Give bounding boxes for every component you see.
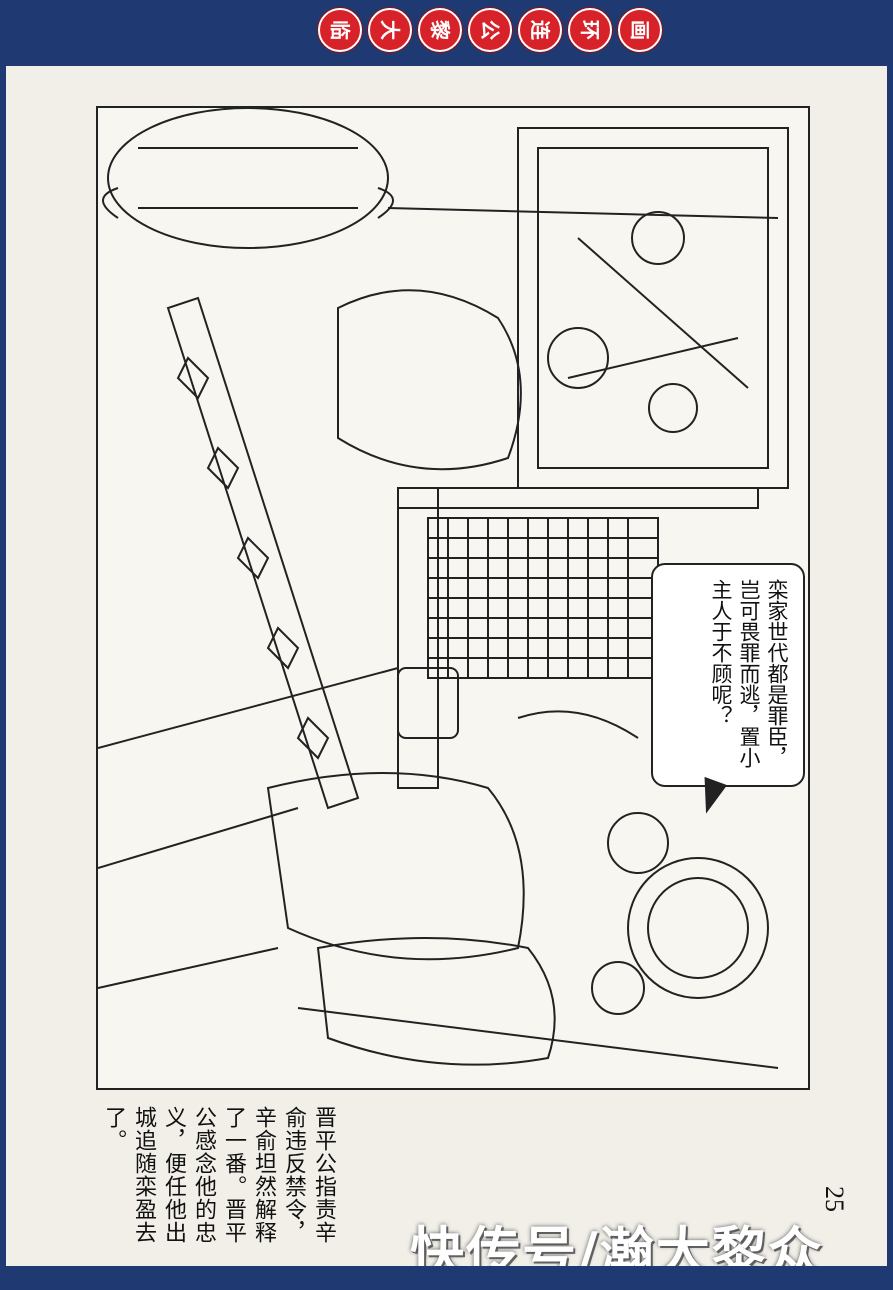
series-badge: 黎 [418, 8, 462, 52]
series-badge: 大 [368, 8, 412, 52]
series-badge: 临 [318, 8, 362, 52]
series-badge: 环 [568, 8, 612, 52]
page-footer [0, 1266, 893, 1290]
comic-page: 栾家世代都是罪臣，岂可畏罪而逃，置小主人于不顾呢？ 晋平公指责辛俞违反禁令，辛俞… [6, 66, 887, 1266]
illustration-panel: 栾家世代都是罪臣，岂可畏罪而逃，置小主人于不顾呢？ [96, 106, 810, 1090]
series-badge: 公 [468, 8, 512, 52]
page-header: 临 大 黎 公 连 环 画 [0, 0, 893, 66]
speech-bubble: 栾家世代都是罪臣，岂可畏罪而逃，置小主人于不顾呢？ [651, 563, 805, 787]
series-badges: 临 大 黎 公 连 环 画 [318, 8, 662, 52]
series-badge: 画 [618, 8, 662, 52]
series-badge: 连 [518, 8, 562, 52]
caption-text: 晋平公指责辛俞违反禁令，辛俞坦然解释了一番。晋平公感念他的忠义，便任他出城追随栾… [101, 1106, 336, 1244]
ink-drawing [98, 108, 789, 1069]
speech-bubble-text: 栾家世代都是罪臣，岂可畏罪而逃，置小主人于不顾呢？ [709, 579, 789, 768]
